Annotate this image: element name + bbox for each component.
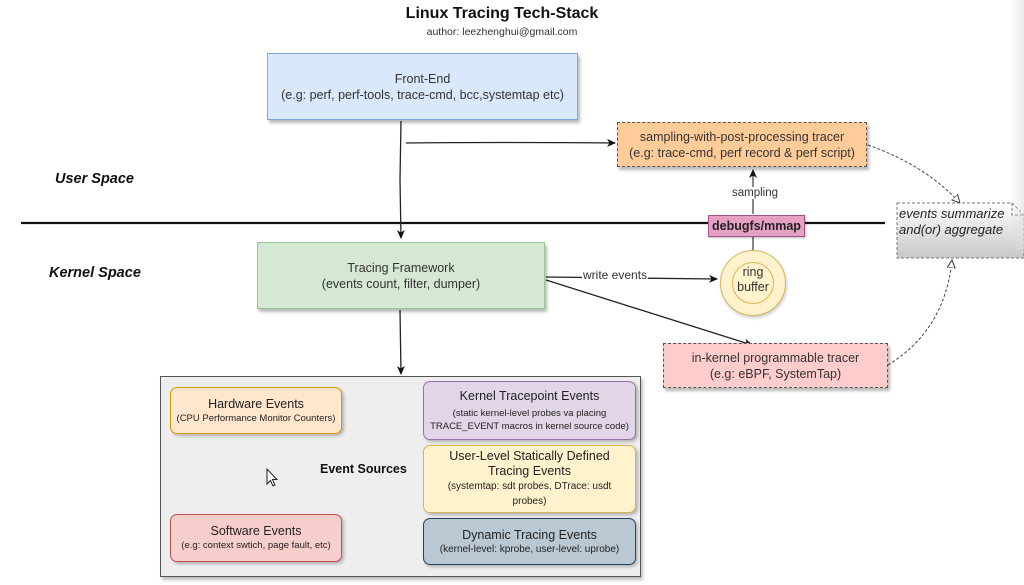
write-events-label: write events xyxy=(582,268,649,282)
summary-note-shape xyxy=(896,202,1024,259)
usdt-events-node[interactable]: User-Level Statically Defined Tracing Ev… xyxy=(423,445,636,513)
usdt-subtitle-1: (systemtap: sdt probes, DTrace: usdt xyxy=(447,481,612,492)
ring-buffer-label-line1: ring xyxy=(742,265,764,279)
software-events-node[interactable]: Software Events (e.g: context swtich, pa… xyxy=(170,514,342,562)
ring-buffer-inner-ring xyxy=(732,262,774,304)
edge-framework-to-inkernel-tracer xyxy=(545,279,753,347)
debugfs-mmap-node[interactable]: debugfs/mmap xyxy=(708,215,805,237)
diagram-author: author: leezhenghui@gmail.com xyxy=(426,26,578,38)
inkernel-tracer-node[interactable]: in-kernel programmable tracer (e.g: eBPF… xyxy=(663,343,888,388)
usdt-title-1: User-Level Statically Defined xyxy=(449,449,610,463)
kernel-space-label: Kernel Space xyxy=(49,265,141,281)
ring-buffer-label: ring buffer xyxy=(720,265,786,295)
edge-inkernel-tracer-to-note xyxy=(887,260,952,366)
dynamic-tracing-subtitle: (kernel-level: kprobe, user-level: uprob… xyxy=(439,543,620,555)
hardware-events-title: Hardware Events xyxy=(208,396,304,411)
sampling-tracer-title: sampling-with-post-processing tracer xyxy=(639,129,845,144)
software-events-subtitle: (e.g: context swtich, page fault, etc) xyxy=(181,540,331,551)
kernel-tracepoint-events-node[interactable]: Kernel Tracepoint Events (static kernel-… xyxy=(423,381,636,440)
user-space-label: User Space xyxy=(55,171,134,187)
mouse-cursor-icon xyxy=(266,468,279,487)
hardware-events-node[interactable]: Hardware Events (CPU Performance Monitor… xyxy=(170,387,342,434)
summary-note[interactable]: events summarize and(or) aggregate xyxy=(899,206,1021,238)
dynamic-tracing-events-node[interactable]: Dynamic Tracing Events (kernel-level: kp… xyxy=(423,518,636,565)
sampling-edge-label: sampling xyxy=(725,187,785,199)
ring-buffer-label-line2: buffer xyxy=(737,280,769,294)
tracing-framework-subtitle: (events count, filter, dumper) xyxy=(321,276,481,291)
inkernel-tracer-subtitle: (e.g: eBPF, SystemTap) xyxy=(709,366,842,381)
software-events-title: Software Events xyxy=(210,524,302,538)
dynamic-tracing-title: Dynamic Tracing Events xyxy=(462,527,597,542)
kernel-tracepoint-title: Kernel Tracepoint Events xyxy=(459,388,600,403)
usdt-title-2: Tracing Events xyxy=(488,464,571,478)
sampling-tracer-node[interactable]: sampling-with-post-processing tracer (e.… xyxy=(617,122,867,167)
edge-sampling-tracer-to-note xyxy=(867,144,960,203)
inkernel-tracer-title: in-kernel programmable tracer xyxy=(691,350,860,365)
kernel-tracepoint-subtitle-2: TRACE_EVENT macros in kernel source code… xyxy=(430,420,629,432)
window-edge-shadow xyxy=(1010,0,1024,250)
usdt-subtitle-2: probes) xyxy=(512,496,547,507)
edge-frontend-to-sampling-tracer xyxy=(405,138,616,147)
sampling-tracer-subtitle: (e.g: trace-cmd, perf record & perf scri… xyxy=(629,145,855,160)
edge-frontend-to-framework xyxy=(396,120,405,239)
front-end-subtitle: (e.g: perf, perf-tools, trace-cmd, bcc,s… xyxy=(281,87,564,102)
edge-framework-to-sources xyxy=(396,309,405,375)
summary-note-line1: events summarize xyxy=(899,206,1005,221)
event-sources-label: Event Sources xyxy=(320,462,407,476)
tracing-framework-node[interactable]: Tracing Framework (events count, filter,… xyxy=(257,242,545,309)
diagram-title: Linux Tracing Tech-Stack xyxy=(405,5,599,22)
front-end-node[interactable]: Front-End (e.g: perf, perf-tools, trace-… xyxy=(267,53,578,120)
summary-note-line2: and(or) aggregate xyxy=(899,222,1004,237)
tracing-framework-title: Tracing Framework xyxy=(347,260,455,275)
hardware-events-subtitle: (CPU Performance Monitor Counters) xyxy=(176,412,336,424)
kernel-tracepoint-subtitle-1: (static kernel-level probes va placing xyxy=(452,407,607,419)
front-end-title: Front-End xyxy=(394,71,451,86)
